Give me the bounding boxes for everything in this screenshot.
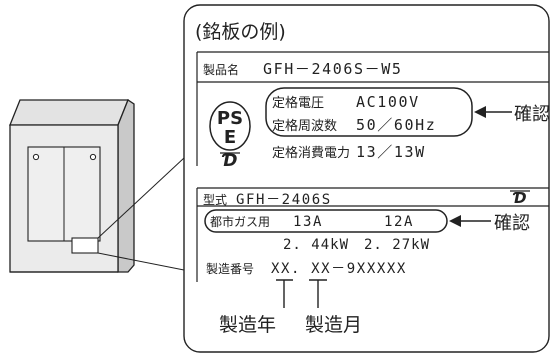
power-value-13a: 2. 44kW xyxy=(283,237,349,253)
rating-plate-bottom: 型式 GFH－2406S Ɗ 都市ガス用 13A 12A 2. 44kW 2. … xyxy=(196,187,549,282)
rating-label-power: 定格消費電力 xyxy=(272,145,350,161)
rating-label-frequency: 定格周波数 xyxy=(272,118,337,134)
pse-text-bottom: E xyxy=(224,127,236,148)
gas-logo-icon: Ɗ xyxy=(220,151,240,171)
manufacture-month-label: 製造月 xyxy=(305,314,362,336)
check-label-bottom: 確認 xyxy=(494,213,530,234)
leader-line xyxy=(97,252,185,271)
manufacture-year-label: 製造年 xyxy=(219,314,276,336)
heater-device-illustration xyxy=(9,99,135,273)
gas-type-13a: 13A xyxy=(293,214,323,230)
pse-mark-icon: PS E xyxy=(209,101,251,151)
svg-text:Ɗ: Ɗ xyxy=(222,151,238,171)
serial-value: XX. XX－9XXXXX xyxy=(271,261,407,277)
check-label-top: 確認 xyxy=(514,104,550,125)
rating-label-voltage: 定格電圧 xyxy=(272,95,324,111)
leader-line xyxy=(97,157,185,239)
pse-text-top: PS xyxy=(217,108,243,129)
arrow-left-icon xyxy=(449,215,491,227)
gas-type-label: 都市ガス用 xyxy=(210,214,270,229)
gas-type-12a: 12A xyxy=(384,214,414,230)
callout-frame xyxy=(183,4,550,353)
serial-label: 製造番号 xyxy=(206,262,254,276)
svg-text:Ɗ: Ɗ xyxy=(512,189,526,207)
product-name-value: GFH－2406S－W5 xyxy=(263,60,403,78)
model-label: 型式 xyxy=(203,193,227,207)
power-value-12a: 2. 27kW xyxy=(364,237,430,253)
check-highlight-bottom xyxy=(204,209,448,233)
rating-value-frequency: 50／60Hz xyxy=(356,116,436,134)
rating-value-voltage: AC100V xyxy=(356,93,420,111)
product-name-label: 製品名 xyxy=(203,62,239,77)
year-indicator xyxy=(276,279,293,308)
arrow-left-icon xyxy=(474,106,512,118)
check-highlight-top xyxy=(265,87,473,137)
gas-logo-icon: Ɗ xyxy=(510,189,530,207)
rating-value-power: 13／13W xyxy=(356,143,426,161)
month-indicator xyxy=(309,279,327,308)
model-value: GFH－2406S xyxy=(236,192,332,208)
callout-title: (銘板の例) xyxy=(195,21,286,43)
rating-plate-top: 製品名 GFH－2406S－W5 PS E Ɗ 定格電圧 AC100V 定格周波… xyxy=(196,51,549,171)
